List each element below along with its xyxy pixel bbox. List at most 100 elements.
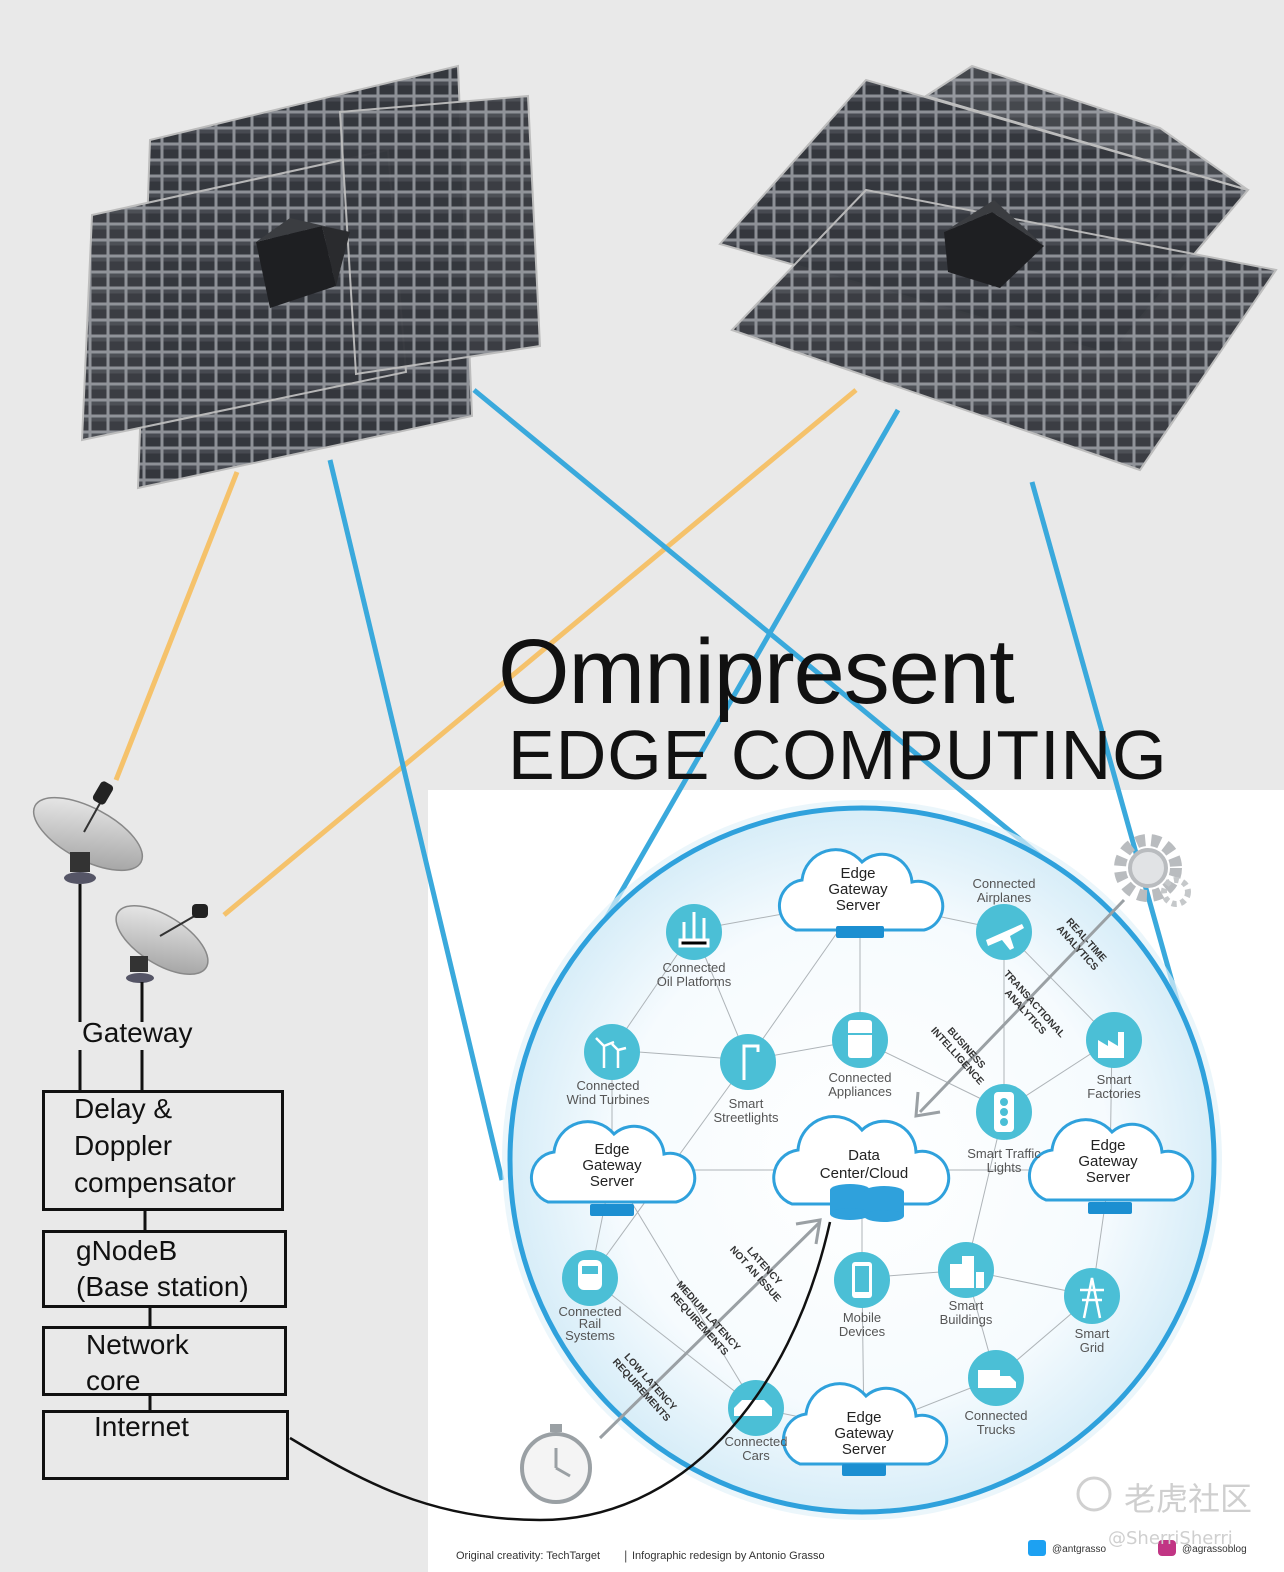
grid-tower-icon <box>1080 1277 1104 1319</box>
watermark-brand: 老虎社区 <box>1124 1480 1253 1518</box>
router-icon <box>836 926 884 938</box>
dish-1-icon <box>32 781 144 884</box>
label-appliances-1: Connected <box>829 1070 892 1085</box>
edge-right-label-2: Gateway <box>1078 1153 1138 1170</box>
watermark-user: @SherriSherri <box>1108 1528 1233 1549</box>
label-mobile-1: Mobile <box>843 1310 881 1325</box>
streetlight-icon <box>742 1044 760 1080</box>
label-traffic-2: Lights <box>987 1160 1022 1175</box>
router-icon <box>590 1204 634 1216</box>
node-buildings <box>938 1242 994 1298</box>
gateway-label: Gateway <box>82 1017 193 1048</box>
edge-top-label-2: Gateway <box>828 881 888 898</box>
label-grid-1: Smart <box>1075 1326 1110 1341</box>
edge-gateway-right <box>1027 1118 1195 1214</box>
label-wind-1: Connected <box>577 1078 640 1093</box>
instagram-handle: @agrassoblog <box>1182 1544 1247 1555</box>
node-oil <box>666 904 722 960</box>
label-airplanes-2: Airplanes <box>977 890 1032 905</box>
network-label-2: core <box>86 1365 141 1396</box>
truck-icon <box>978 1370 1016 1388</box>
label-trucks-2: Trucks <box>977 1422 1016 1437</box>
gnodeb-label-1: gNodeB <box>76 1235 178 1266</box>
ground-wires <box>78 884 152 1410</box>
label-traffic-1: Smart Traffic <box>967 1146 1041 1161</box>
node-grid <box>1064 1268 1120 1324</box>
node-mobile <box>834 1252 890 1308</box>
satellite-links <box>113 388 1183 1181</box>
label-streetlight-1: Smart <box>729 1096 764 1111</box>
clock-icon <box>520 1424 592 1504</box>
edge-bottom-label-2: Gateway <box>834 1425 894 1442</box>
gear-icon <box>1114 834 1191 907</box>
node-airplanes <box>976 904 1032 960</box>
router-icon <box>842 1464 886 1476</box>
label-oil-1: Connected <box>663 960 726 975</box>
network-label-1: Network <box>86 1329 189 1360</box>
oil-platform-icon <box>678 912 710 948</box>
label-appliances-2: Appliances <box>828 1084 892 1099</box>
node-wind <box>584 1024 640 1080</box>
router-icon <box>1088 1202 1132 1214</box>
factory-icon <box>1098 1032 1124 1058</box>
label-buildings-2: Buildings <box>940 1312 993 1327</box>
node-cars <box>728 1380 784 1436</box>
node-traffic <box>976 1084 1032 1140</box>
edge-left-label-1: Edge <box>594 1141 629 1158</box>
label-rail-1: Connected <box>559 1304 622 1319</box>
edge-gateway-bottom <box>781 1382 949 1476</box>
internet-link <box>289 1221 832 1522</box>
label-trucks-1: Connected <box>965 1408 1028 1423</box>
label-mobile-2: Devices <box>839 1324 886 1339</box>
node-factories <box>1086 1012 1142 1068</box>
wind-turbine-icon <box>595 1037 627 1068</box>
appliance-icon <box>848 1020 872 1058</box>
label-cars-2: Cars <box>742 1448 770 1463</box>
edge-gateway-top <box>777 848 945 938</box>
edge-left-label-2: Gateway <box>582 1157 642 1174</box>
delay-doppler-box <box>42 1090 284 1211</box>
delay-label-2: Doppler <box>74 1130 173 1161</box>
dish-2-icon <box>115 904 209 983</box>
database-icon <box>830 1184 904 1222</box>
gnodeb-label-2: (Base station) <box>76 1271 249 1302</box>
edge-gateway-left <box>529 1120 697 1216</box>
gnodeb-box <box>42 1230 287 1308</box>
edge-right-label-1: Edge <box>1090 1137 1125 1154</box>
label-buildings-1: Smart <box>949 1298 984 1313</box>
datacenter-label-2: Center/Cloud <box>820 1165 908 1182</box>
node-trucks <box>968 1350 1024 1406</box>
internet-box <box>42 1410 289 1480</box>
tiger-logo-icon <box>1076 1476 1112 1512</box>
label-streetlight-2: Streetlights <box>713 1110 779 1125</box>
edge-bottom-label-3: Server <box>842 1441 886 1458</box>
airplane-icon <box>986 924 1024 950</box>
data-center-cloud <box>772 1115 951 1222</box>
instagram-icon <box>1158 1540 1176 1556</box>
label-cars-1: Connected <box>725 1434 788 1449</box>
title-omnipresent: Omnipresent <box>498 621 1015 723</box>
label-rail-3: Systems <box>565 1328 615 1343</box>
label-oil-2: Oil Platforms <box>657 974 732 989</box>
latency-arrows <box>598 898 1126 1440</box>
edge-left-label-3: Server <box>590 1173 634 1190</box>
label-wind-2: Wind Turbines <box>566 1092 650 1107</box>
twitter-handle: @antgrasso <box>1052 1544 1107 1555</box>
delay-label-3: compensator <box>74 1167 236 1198</box>
title-edge-computing: EDGE COMPUTING <box>508 716 1168 794</box>
label-grid-2: Grid <box>1080 1340 1105 1355</box>
train-icon <box>578 1260 602 1290</box>
credit-divider: | <box>624 1548 628 1563</box>
twitter-icon <box>1028 1540 1046 1556</box>
credit-redesign: Infographic redesign by Antonio Grasso <box>632 1550 825 1562</box>
label-airplanes-1: Connected <box>973 876 1036 891</box>
credit-techtarget: Original creativity: TechTarget <box>456 1550 601 1562</box>
node-appliances <box>832 1012 888 1068</box>
edge-right-label-3: Server <box>1086 1169 1130 1186</box>
edge-top-label-3: Server <box>836 897 880 914</box>
satellite-left <box>80 64 542 490</box>
network-core-box <box>42 1326 287 1396</box>
internet-label: Internet <box>94 1411 189 1442</box>
